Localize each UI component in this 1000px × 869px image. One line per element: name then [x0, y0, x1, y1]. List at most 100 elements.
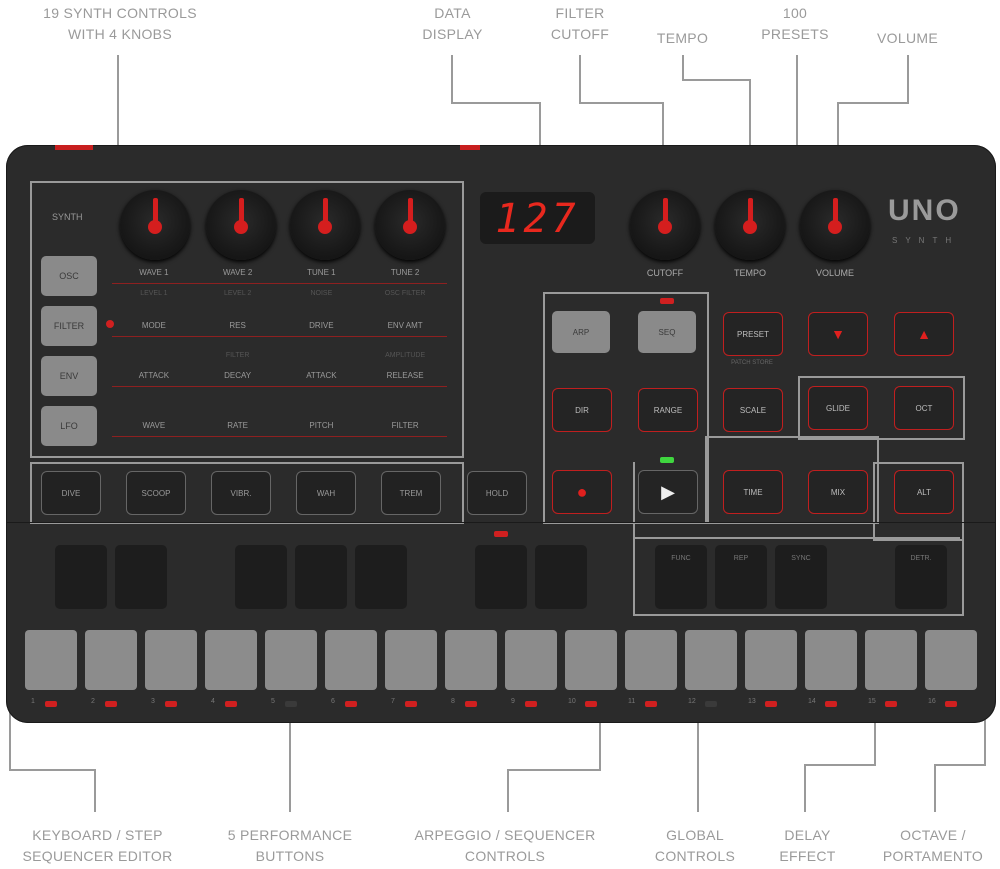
lfo-button[interactable]: LFO	[41, 406, 97, 446]
key-10[interactable]	[565, 630, 617, 690]
arp-button[interactable]: ARP	[552, 311, 610, 353]
key-number-8: 8	[451, 698, 455, 705]
key-14[interactable]	[805, 630, 857, 690]
callout-presets-line1: 100	[782, 5, 808, 21]
step-led-1	[45, 701, 57, 707]
param-drive: DRIVE	[309, 321, 334, 330]
param-tune-2: TUNE 2	[390, 268, 420, 277]
filter-button[interactable]: FILTER	[41, 306, 97, 346]
preset-down-button[interactable]: ▼	[808, 312, 868, 356]
global-outline-top	[633, 537, 960, 539]
key-4[interactable]	[205, 630, 257, 690]
record-button[interactable]: ●	[552, 470, 612, 514]
callout-octave: OCTAVE / PORTAMENTO	[868, 825, 998, 867]
black-key-1[interactable]	[55, 545, 107, 609]
key-2[interactable]	[85, 630, 137, 690]
data-display: 127	[480, 192, 595, 244]
env-button[interactable]: ENV	[41, 356, 97, 396]
black-key-2[interactable]	[115, 545, 167, 609]
osc-sub-params: LEVEL 1 LEVEL 2 NOISE OSC FILTER	[112, 290, 447, 297]
step-led-16	[945, 701, 957, 707]
synth-controls-outline	[30, 181, 464, 458]
key-number-7: 7	[391, 698, 395, 705]
callout-synth-controls: 19 SYNTH CONTROLS WITH 4 KNOBS	[15, 3, 225, 45]
callout-octave-line2: PORTAMENTO	[882, 848, 984, 864]
key-16[interactable]	[925, 630, 977, 690]
step-led-2	[105, 701, 117, 707]
key-9[interactable]	[505, 630, 557, 690]
callout-data-display: DATA DISPLAY	[405, 3, 500, 45]
osc-params: WAVE 1 WAVE 2 TUNE 1 TUNE 2	[112, 263, 447, 284]
env-sub-blank-1	[112, 352, 196, 359]
delay-time-button[interactable]: TIME	[723, 470, 783, 514]
sync-pad[interactable]: SYNC	[775, 545, 827, 609]
func-pad[interactable]: FUNC	[655, 545, 707, 609]
vibrato-button[interactable]: VIBR.	[211, 471, 271, 515]
tempo-label: TEMPO	[733, 268, 766, 278]
filter-led	[106, 320, 114, 328]
preset-up-button[interactable]: ▲	[894, 312, 954, 356]
synth-knob-4[interactable]	[375, 190, 445, 260]
synth-knob-2[interactable]	[206, 190, 276, 260]
key-3[interactable]	[145, 630, 197, 690]
callout-performance: 5 PERFORMANCE BUTTONS	[205, 825, 375, 867]
preset-button[interactable]: PRESET	[723, 312, 783, 356]
wah-button[interactable]: WAH	[296, 471, 356, 515]
callout-filter-cutoff-line1: FILTER	[555, 5, 605, 21]
black-key-6[interactable]	[475, 545, 527, 609]
scoop-button[interactable]: SCOOP	[126, 471, 186, 515]
osc-button[interactable]: OSC	[41, 256, 97, 296]
callout-tempo: TEMPO	[656, 30, 709, 46]
detr-pad[interactable]: DETR.	[895, 545, 947, 609]
arpeggio-outline	[543, 292, 709, 524]
delay-mix-button[interactable]: MIX	[808, 470, 868, 514]
step-led-13	[765, 701, 777, 707]
key-8[interactable]	[445, 630, 497, 690]
uno-logo: UNO	[888, 194, 961, 227]
key-number-5: 5	[271, 698, 275, 705]
seq-button[interactable]: SEQ	[638, 311, 696, 353]
cutoff-knob[interactable]	[630, 190, 700, 260]
alt-button[interactable]: ALT	[894, 470, 954, 514]
env-sub-params: FILTER AMPLITUDE	[112, 352, 447, 359]
synth-knob-1[interactable]	[120, 190, 190, 260]
key-13[interactable]	[745, 630, 797, 690]
power-indicator	[55, 145, 93, 150]
hold-button[interactable]: HOLD	[467, 471, 527, 515]
key-5[interactable]	[265, 630, 317, 690]
callout-arpeggio-line1: ARPEGGIO / SEQUENCER	[414, 827, 596, 843]
glide-button[interactable]: GLIDE	[808, 386, 868, 430]
dir-button[interactable]: DIR	[552, 388, 612, 432]
callout-filter-cutoff-line2: CUTOFF	[550, 26, 610, 42]
key-6[interactable]	[325, 630, 377, 690]
oct-button[interactable]: OCT	[894, 386, 954, 430]
callout-data-display-line1: DATA	[434, 5, 471, 21]
synth-label: SYNTH	[52, 212, 83, 222]
key-15[interactable]	[865, 630, 917, 690]
key-1[interactable]	[25, 630, 77, 690]
section-divider	[6, 522, 996, 523]
key-11[interactable]	[625, 630, 677, 690]
callout-arpeggio-line2: CONTROLS	[464, 848, 546, 864]
range-button[interactable]: RANGE	[638, 388, 698, 432]
volume-label: VOLUME	[815, 268, 854, 278]
play-button[interactable]: ▶	[638, 470, 698, 514]
rep-pad[interactable]: REP	[715, 545, 767, 609]
volume-knob[interactable]	[800, 190, 870, 260]
dive-button[interactable]: DIVE	[41, 471, 101, 515]
tempo-knob[interactable]	[715, 190, 785, 260]
callout-presets: 100 PRESETS	[745, 3, 845, 45]
black-key-5[interactable]	[355, 545, 407, 609]
scale-button[interactable]: SCALE	[723, 388, 783, 432]
key-12[interactable]	[685, 630, 737, 690]
black-key-7[interactable]	[535, 545, 587, 609]
callout-synth-controls-line1: 19 SYNTH CONTROLS	[43, 5, 197, 21]
black-key-4[interactable]	[295, 545, 347, 609]
black-key-3[interactable]	[235, 545, 287, 609]
tremolo-button[interactable]: TREM	[381, 471, 441, 515]
lfo-params: WAVE RATE PITCH FILTER	[112, 416, 447, 437]
delay-outline	[705, 436, 879, 524]
key-7[interactable]	[385, 630, 437, 690]
step-led-6	[345, 701, 357, 707]
synth-knob-3[interactable]	[290, 190, 360, 260]
